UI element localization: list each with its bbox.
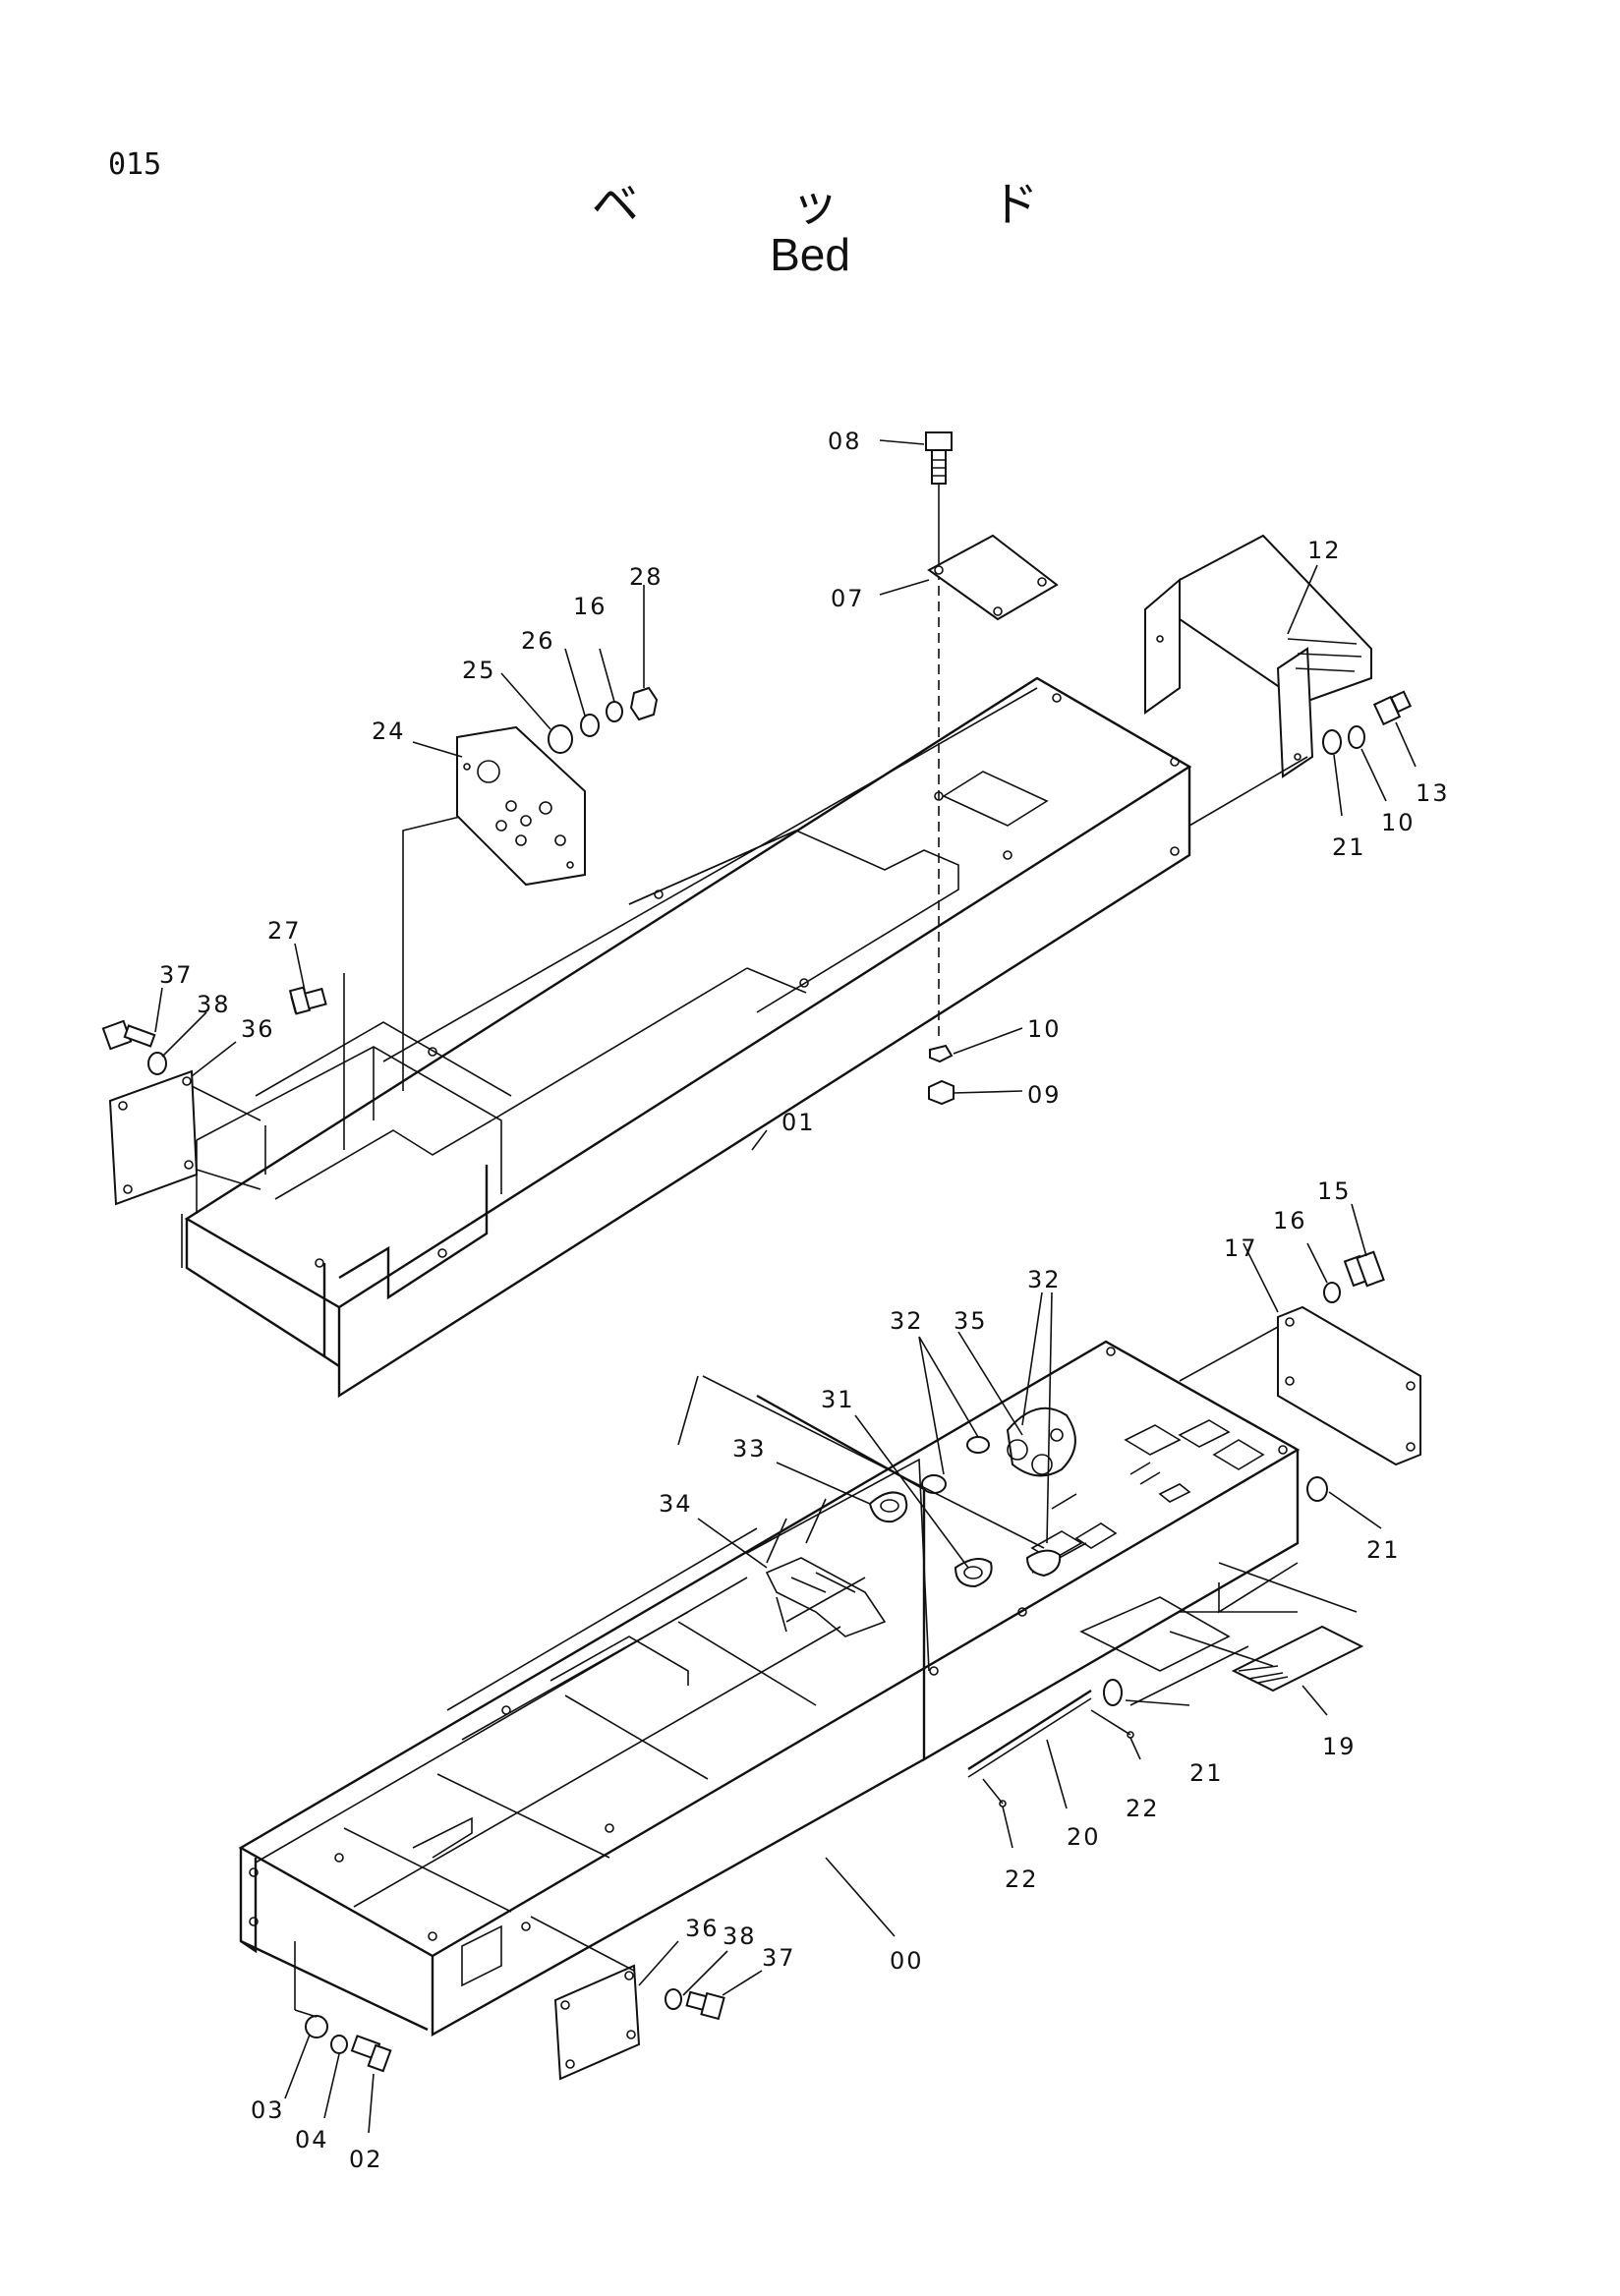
label-19: 19 (1322, 1733, 1357, 1760)
page-code: 015 (108, 147, 162, 182)
part-21-spacer (1103, 1679, 1123, 1706)
label-26: 26 (521, 627, 555, 655)
part-03-washer (305, 2015, 328, 2038)
label-24: 24 (372, 718, 406, 745)
label-32-right: 32 (1027, 1266, 1062, 1293)
part-37-bolt-top (101, 1019, 156, 1051)
part-32-ring-a (1025, 1549, 1062, 1578)
label-16-top: 16 (573, 593, 608, 620)
part-13-bolt (1372, 690, 1413, 726)
label-00: 00 (890, 1947, 924, 1975)
label-28: 28 (629, 563, 664, 591)
label-16-right: 16 (1273, 1207, 1307, 1234)
part-21-washer-lower (1306, 1476, 1328, 1502)
label-27: 27 (267, 917, 302, 945)
label-38-lower: 38 (723, 1923, 757, 1950)
part-35-swivel-fitting (1006, 1406, 1076, 1477)
part-33-ring (868, 1491, 908, 1523)
label-01: 01 (781, 1109, 816, 1136)
part-21-washer-right (1322, 729, 1342, 755)
part-07-plate (927, 534, 1059, 621)
part-37-bolt-lower (685, 1990, 725, 2021)
part-22-pin-a (982, 1778, 1004, 1805)
part-10-washer-right (1348, 725, 1365, 749)
label-09: 09 (1027, 1081, 1062, 1109)
label-21-right: 21 (1332, 833, 1366, 861)
upper-bed-frame (181, 676, 1192, 1399)
part-38-washer-lower (665, 1988, 682, 2010)
label-12: 12 (1307, 537, 1342, 564)
label-03: 03 (251, 2096, 285, 2124)
label-36-top: 36 (241, 1015, 275, 1043)
part-20-rod (967, 1689, 1092, 1771)
part-36-plate-lower (530, 1916, 641, 2081)
label-10-center: 10 (1027, 1015, 1062, 1043)
label-10-right: 10 (1381, 809, 1416, 836)
label-15: 15 (1317, 1177, 1352, 1205)
label-35: 35 (954, 1307, 988, 1335)
part-16-lockwasher-right (1323, 1282, 1341, 1303)
part-12-step-bracket (1144, 534, 1372, 778)
part-24-plate (456, 725, 586, 887)
label-34: 34 (659, 1490, 693, 1518)
part-27-bolt (288, 986, 327, 1015)
label-22-right: 22 (1126, 1795, 1160, 1822)
label-38-top: 38 (197, 991, 231, 1018)
label-37-top: 37 (159, 961, 194, 989)
part-38-washer-top (147, 1052, 167, 1075)
part-22-pin-b (1090, 1709, 1131, 1736)
label-07: 07 (831, 585, 865, 612)
part-34-valve-bracket (765, 1557, 887, 1637)
label-02: 02 (349, 2146, 383, 2173)
label-32-left: 32 (890, 1307, 924, 1335)
title-japanese: ベ ッ ド (591, 177, 1108, 232)
label-20: 20 (1067, 1823, 1101, 1851)
part-31-ring (954, 1558, 993, 1588)
label-31: 31 (821, 1386, 855, 1413)
label-17: 17 (1224, 1234, 1258, 1262)
label-04: 04 (295, 2126, 329, 2153)
part-10-washer-center (929, 1044, 954, 1063)
part-08-bolt (925, 431, 953, 485)
part-32-ring-b (921, 1474, 947, 1494)
part-32-ring-c (966, 1436, 990, 1454)
part-36-plate-top (108, 1069, 261, 1206)
label-36-lower: 36 (685, 1915, 720, 1942)
label-13: 13 (1416, 779, 1450, 807)
label-22-left: 22 (1005, 1866, 1039, 1893)
part-28-nut (629, 686, 659, 721)
label-25: 25 (462, 657, 496, 684)
part-02-bolt (350, 2035, 392, 2073)
part-25-bushing (548, 724, 573, 754)
part-16-lockwasher-top (606, 701, 623, 722)
label-08: 08 (828, 428, 862, 455)
part-labels: 08 07 12 13 10 21 28 16 26 25 24 27 37 3… (159, 428, 1450, 2173)
part-09-nut (928, 1079, 955, 1106)
title-english: Bed (770, 229, 850, 280)
label-21-spacer: 21 (1189, 1759, 1224, 1787)
part-19-step (1169, 1625, 1364, 1693)
part-15-bolt (1343, 1250, 1385, 1288)
part-17-plate (1179, 1305, 1421, 1466)
part-04-lockwasher (330, 2035, 348, 2054)
label-37-lower: 37 (762, 1944, 796, 1972)
lower-bed-frame (238, 1340, 1301, 2038)
label-21-lower: 21 (1366, 1536, 1401, 1564)
part-26-washer (580, 714, 600, 737)
label-33: 33 (732, 1435, 767, 1463)
